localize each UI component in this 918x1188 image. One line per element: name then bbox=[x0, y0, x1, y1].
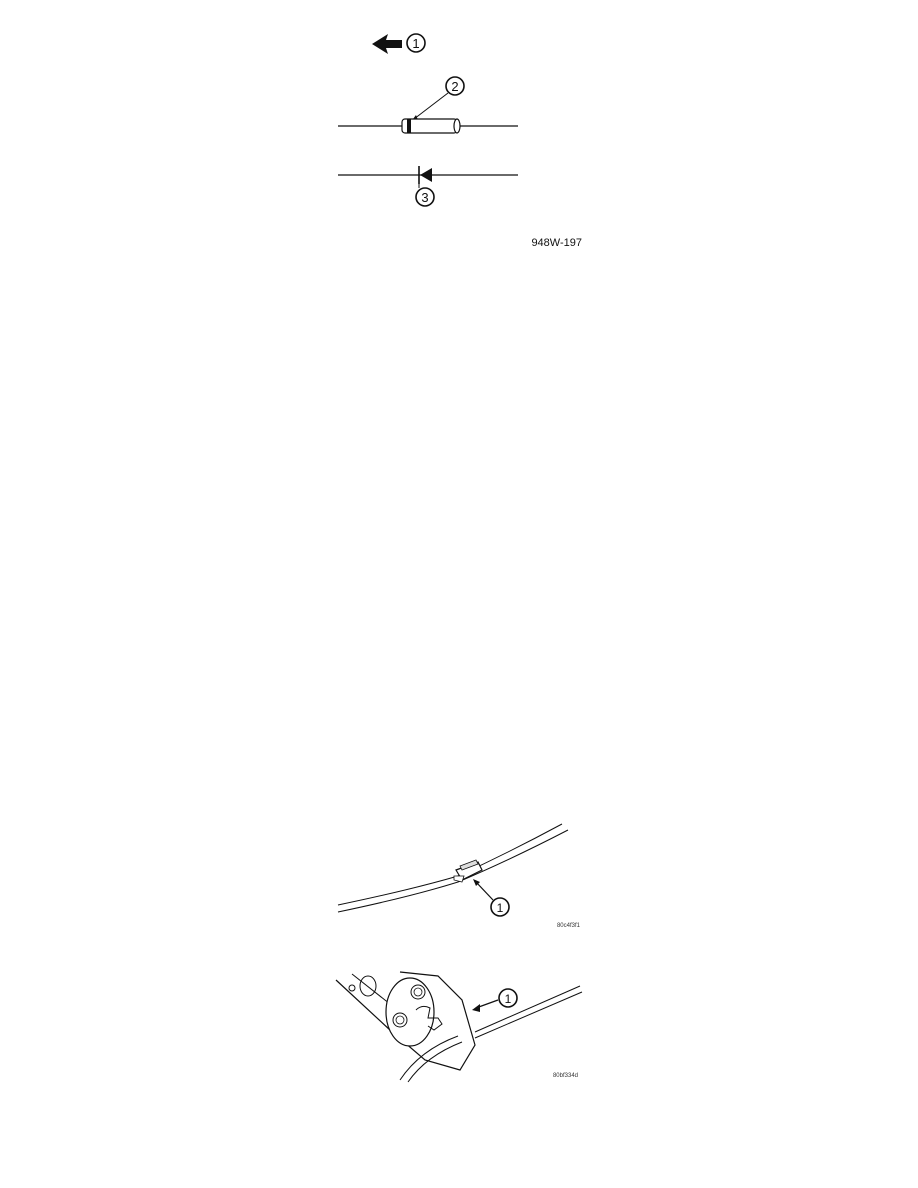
diode-illustration: 1 2 3 948W-197 bbox=[338, 33, 582, 249]
splice-illustration: 1 80c4f3f1 bbox=[337, 823, 581, 929]
svg-text:1: 1 bbox=[412, 36, 419, 51]
diode-body bbox=[401, 118, 461, 134]
figure-code: 80c4f3f1 bbox=[557, 923, 581, 929]
cathode-band bbox=[407, 119, 411, 133]
callout-1: 1 bbox=[406, 33, 426, 53]
crimp-tool-illustration: 1 80bf334d bbox=[335, 971, 583, 1083]
svg-text:1: 1 bbox=[497, 901, 504, 915]
crimp-tool-figure: 1 80bf334d bbox=[330, 960, 590, 1085]
callout-3: 3 bbox=[415, 184, 435, 207]
splice-sleeve bbox=[453, 859, 483, 883]
svg-text:2: 2 bbox=[451, 79, 458, 94]
splice-figure: 1 80c4f3f1 bbox=[330, 810, 590, 940]
figure-code: 948W-197 bbox=[531, 237, 582, 249]
svg-text:3: 3 bbox=[421, 190, 428, 205]
diode-figure: 1 2 3 948W-197 bbox=[330, 20, 590, 260]
callout-2: 2 bbox=[410, 76, 465, 123]
svg-text:1: 1 bbox=[505, 992, 512, 1006]
callout-1: 1 bbox=[472, 988, 518, 1012]
figure-code: 80bf334d bbox=[553, 1073, 578, 1079]
callout-1: 1 bbox=[473, 879, 510, 917]
crimp-die bbox=[385, 977, 443, 1047]
left-arrow-icon bbox=[372, 34, 402, 54]
diode-symbol bbox=[418, 166, 432, 184]
